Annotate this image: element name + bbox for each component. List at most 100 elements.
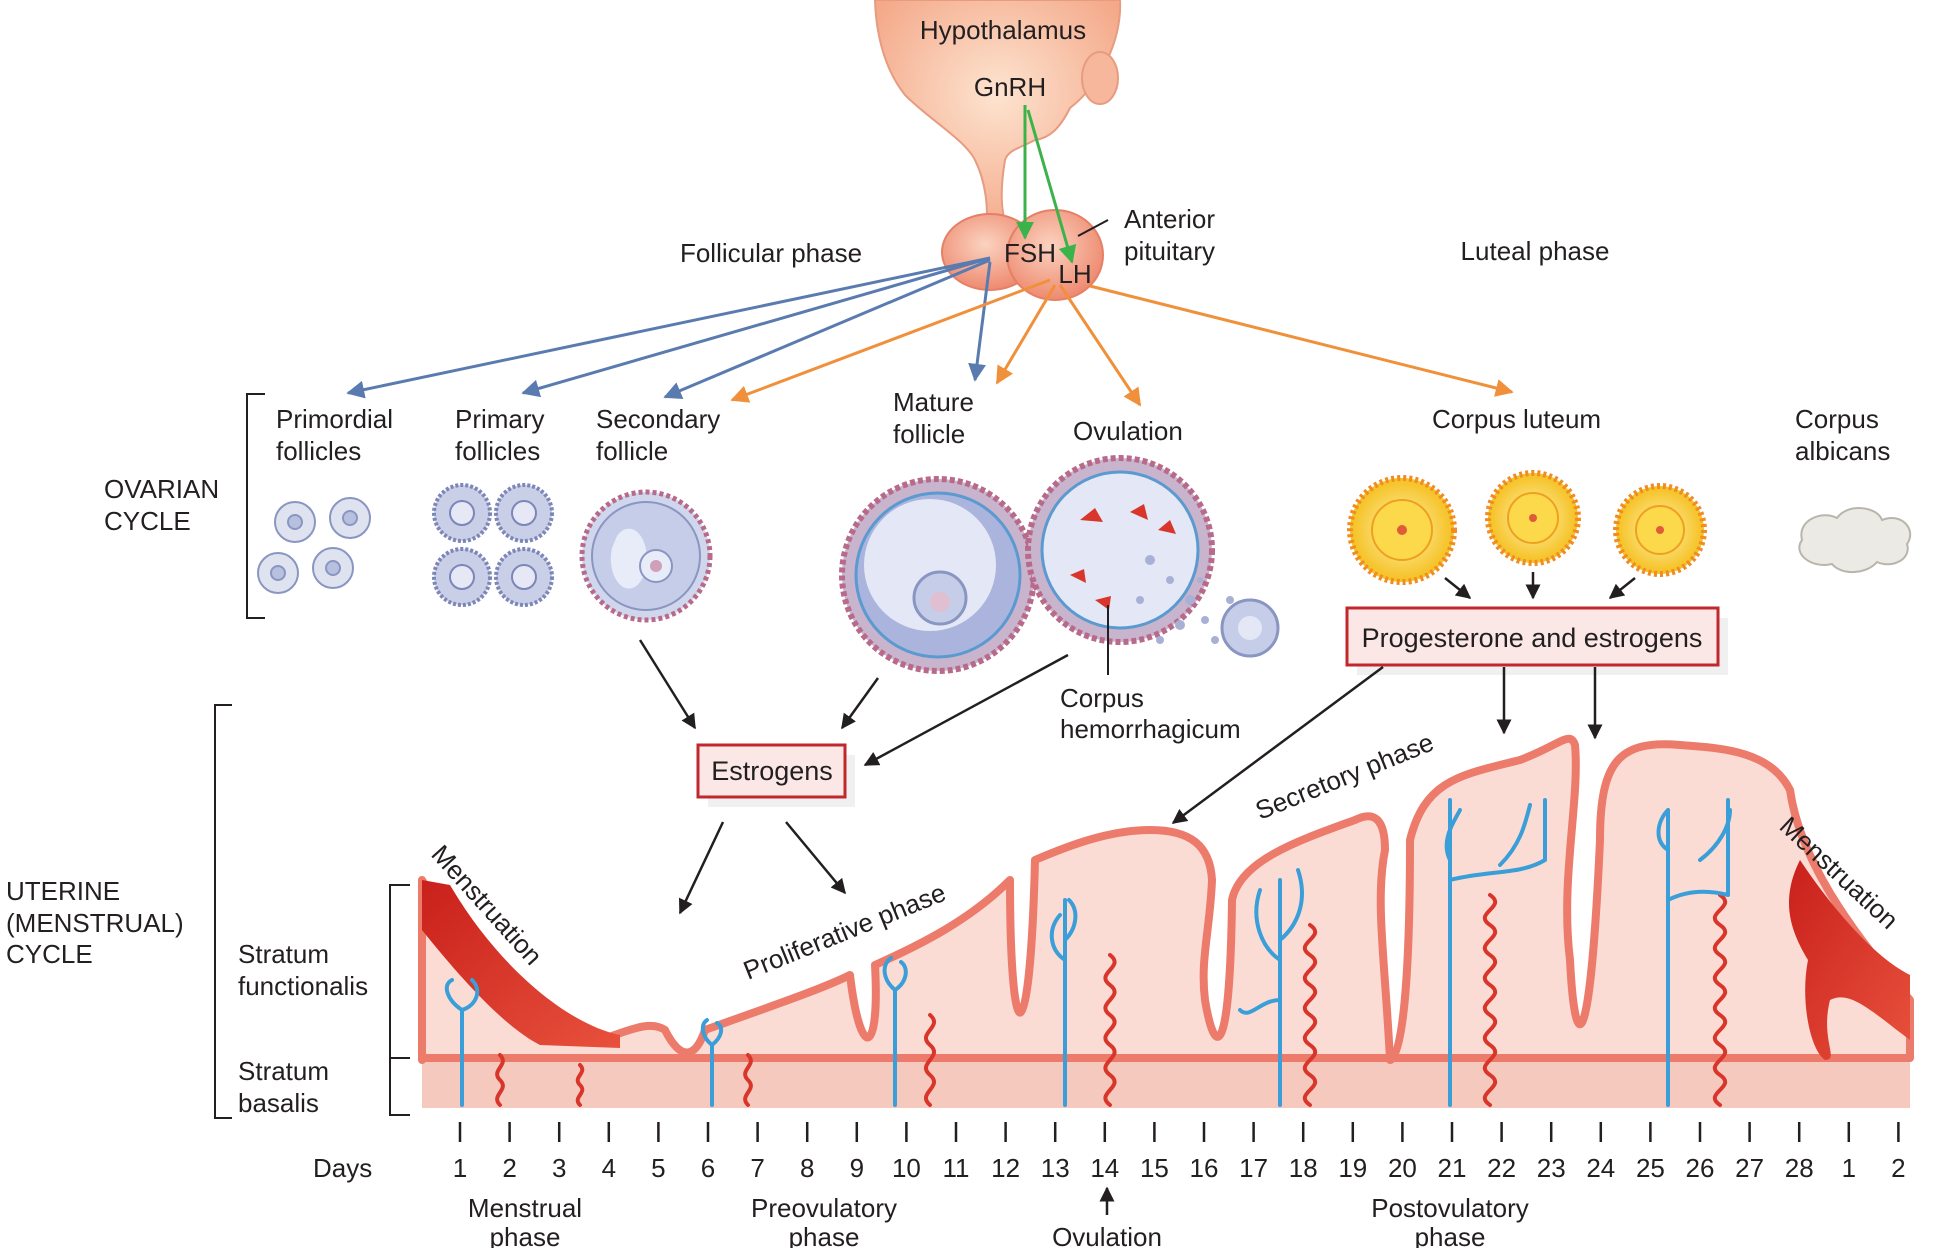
primary-label-1: Primary: [455, 404, 545, 434]
spiral-arteries: [495, 893, 1728, 1107]
day-tick-label: 7: [750, 1153, 764, 1183]
luteal-phase-label: Luteal phase: [1461, 236, 1610, 266]
menstrual-phase-label-2: phase: [490, 1222, 561, 1248]
mature-label-2: follicle: [893, 419, 965, 449]
day-tick-label: 3: [552, 1153, 566, 1183]
secondary-follicle: [579, 489, 713, 623]
day-tick-label: 4: [602, 1153, 616, 1183]
stratum-bracket: [389, 884, 410, 1116]
day-tick-label: 25: [1636, 1153, 1665, 1183]
fsh-to-primary-arrow: [521, 256, 991, 398]
anterior-pituitary-label-1: Anterior: [1124, 204, 1215, 234]
anterior-pituitary-label-2: pituitary: [1124, 236, 1215, 266]
lh-label: LH: [1058, 259, 1091, 289]
menstruation-shedding-right: [1788, 860, 1910, 1060]
menstruation-shedding-left: [422, 880, 620, 1048]
uterine-cycle-label-2: (MENSTRUAL): [6, 908, 184, 938]
preovulatory-phase-label-2: phase: [789, 1222, 860, 1248]
endometrium-functionalis: [418, 734, 1914, 1064]
day-tick-label: 28: [1785, 1153, 1814, 1183]
lh-to-corpus-luteum-arrow: [1089, 284, 1514, 397]
corpus-luteum-to-hormones-arrows: [1444, 572, 1636, 600]
ovarian-cycle-label-2: CYCLE: [104, 506, 191, 536]
endometrial-veins: [444, 798, 1732, 1107]
progesterone-estrogens-label: Progesterone and estrogens: [1362, 623, 1703, 653]
day-tick-label: 8: [800, 1153, 814, 1183]
corpus-luteum-label: Corpus luteum: [1432, 404, 1601, 434]
day-tick-label: 13: [1041, 1153, 1070, 1183]
estrogens-box: Estrogens: [696, 743, 855, 807]
ovulation-label: Ovulation: [1073, 416, 1183, 446]
corpus-luteum-illustrations: [1347, 470, 1707, 585]
ovulating-follicle: [1025, 455, 1280, 675]
day-tick-label: 11: [943, 1153, 970, 1183]
preovulatory-phase-label-1: Preovulatory: [751, 1193, 897, 1223]
day-tick-label: 6: [701, 1153, 715, 1183]
anterior-pituitary-pointer: [1077, 219, 1109, 237]
ovarian-cycle-label-1: OVARIAN: [104, 474, 219, 504]
fsh-arrows: [346, 256, 992, 400]
hypothalamus-label: Hypothalamus: [920, 15, 1086, 45]
day-tick-label: 23: [1537, 1153, 1566, 1183]
stratum-functionalis-label-2: functionalis: [238, 971, 368, 1001]
day-tick-label: 27: [1735, 1153, 1764, 1183]
day-tick-label: 5: [651, 1153, 665, 1183]
day-tick-label: 1: [453, 1153, 467, 1183]
follicular-phase-label: Follicular phase: [680, 238, 862, 268]
day-tick-label: 26: [1686, 1153, 1715, 1183]
day-tick-label: 20: [1388, 1153, 1417, 1183]
postovulatory-phase-label-1: Postovulatory: [1371, 1193, 1529, 1223]
primordial-label-1: Primordial: [276, 404, 393, 434]
fsh-to-mature-arrow: [968, 261, 992, 382]
menstrual-phase-label-1: Menstrual: [468, 1193, 582, 1223]
corpus-albicans-label-2: albicans: [1795, 436, 1890, 466]
corpus-albicans-illustration: [1798, 507, 1912, 573]
secondary-label-1: Secondary: [596, 404, 720, 434]
postovulatory-phase-label-2: phase: [1415, 1222, 1486, 1248]
days-label: Days: [313, 1153, 372, 1183]
day-tick-label: 15: [1140, 1153, 1169, 1183]
secondary-label-2: follicle: [596, 436, 668, 466]
stratum-basalis-layer: [422, 1058, 1910, 1108]
estrogens-to-endometrium-arrows: [678, 821, 846, 915]
ovarian-cycle-bracket: [246, 393, 265, 619]
day-tick-label: 9: [850, 1153, 864, 1183]
day-tick-label: 14: [1090, 1153, 1119, 1183]
day-tick-label: 18: [1289, 1153, 1318, 1183]
progesterone-estrogens-box: Progesterone and estrogens: [1345, 606, 1728, 675]
ovulation-timeline-label: Ovulation: [1052, 1222, 1162, 1248]
follicles-to-estrogens-arrows: [638, 639, 1069, 767]
day-tick-label: 10: [892, 1153, 921, 1183]
day-tick-label: 2: [1891, 1153, 1905, 1183]
mature-label-1: Mature: [893, 387, 974, 417]
stratum-basalis-label-1: Stratum: [238, 1056, 329, 1086]
day-tick-label: 19: [1338, 1153, 1367, 1183]
day-tick-label: 17: [1239, 1153, 1268, 1183]
day-tick-label: 12: [991, 1153, 1020, 1183]
progesterone-to-endometrium-arrows: [1171, 665, 1603, 825]
day-tick-label: 22: [1487, 1153, 1516, 1183]
uterine-cycle-label-3: CYCLE: [6, 939, 93, 969]
uterine-cycle-label-1: UTERINE: [6, 876, 120, 906]
primordial-follicles: [257, 497, 371, 594]
lh-to-mature-arrow: [995, 284, 1057, 385]
lh-arrows: [730, 278, 1514, 407]
stratum-functionalis-label-1: Stratum: [238, 939, 329, 969]
day-tick-label: 2: [502, 1153, 516, 1183]
secretory-phase-label: Secretory phase: [1251, 727, 1438, 826]
primordial-label-2: follicles: [276, 436, 361, 466]
estrogens-label: Estrogens: [711, 756, 833, 786]
day-tick-label: 16: [1190, 1153, 1219, 1183]
lh-to-ovulation-arrow: [1058, 284, 1142, 407]
fsh-to-secondary-arrow: [663, 258, 991, 400]
stratum-basalis-label-2: basalis: [238, 1088, 319, 1118]
hypothalamus-illustration: [873, 0, 1122, 236]
mature-follicle: [839, 476, 1037, 674]
corpus-hemorrhagicum-label-2: hemorrhagicum: [1060, 714, 1241, 744]
fsh-label: FSH: [1004, 238, 1056, 268]
gnrh-label: GnRH: [974, 72, 1046, 102]
corpus-hemorrhagicum-label-1: Corpus: [1060, 683, 1144, 713]
uterine-cycle-bracket: [214, 704, 232, 1119]
